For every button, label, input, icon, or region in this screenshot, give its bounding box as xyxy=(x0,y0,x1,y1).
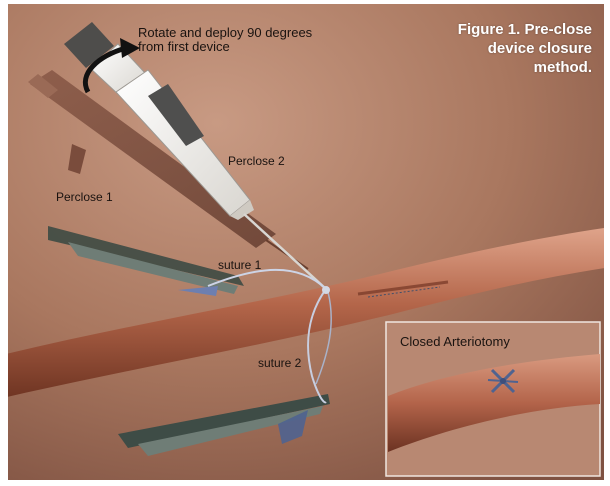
perclose2-label: Perclose 2 xyxy=(228,154,285,168)
instruction-line2: from first device xyxy=(138,40,378,54)
perclose1-label: Perclose 1 xyxy=(56,190,113,204)
suture1-label: suture 1 xyxy=(218,258,261,272)
figure-title-line1: Figure 1. Pre-close xyxy=(382,20,592,39)
inset-title: Closed Arteriotomy xyxy=(400,334,510,349)
figure-title-line2: device closure xyxy=(382,39,592,58)
instruction-callout: Rotate and deploy 90 degrees from first … xyxy=(138,26,378,54)
illustration-panel: Rotate and deploy 90 degrees from first … xyxy=(8,4,604,480)
figure-title-line3: method. xyxy=(382,58,592,77)
figure-title: Figure 1. Pre-close device closure metho… xyxy=(382,20,592,77)
suture2-label: suture 2 xyxy=(258,356,301,370)
instruction-line1: Rotate and deploy 90 degrees xyxy=(138,26,378,40)
